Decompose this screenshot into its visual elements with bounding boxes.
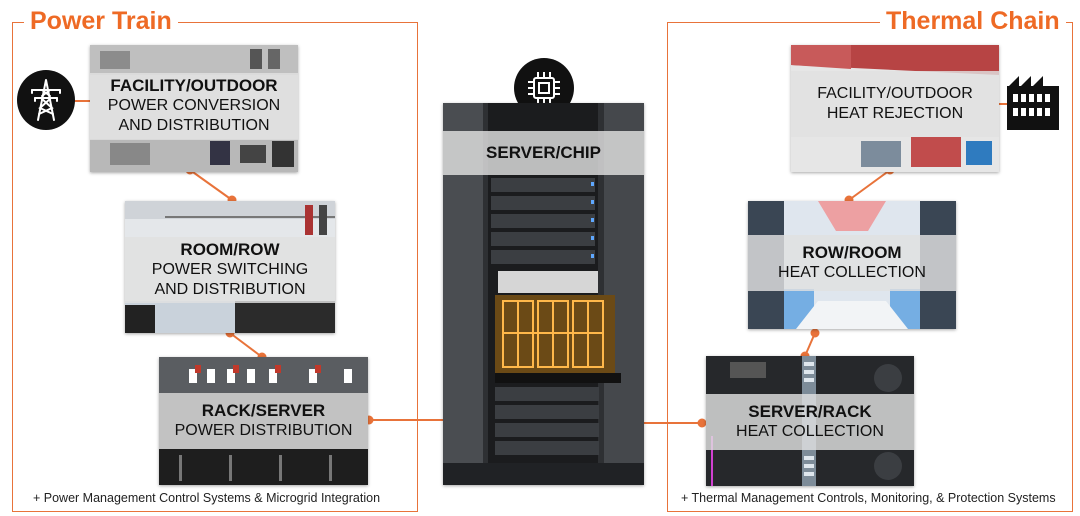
thermal-chain-title: Thermal Chain [880, 6, 1066, 36]
row-heat-label: ROW/ROOM HEAT COLLECTION [748, 235, 956, 291]
rack-heat-label: SERVER/RACK HEAT COLLECTION [706, 394, 914, 450]
connector-room-rack [229, 332, 263, 358]
power-train-footnote: + Power Management Control Systems & Mic… [30, 491, 384, 505]
power-train-frame [12, 22, 418, 512]
power-train-title: Power Train [24, 6, 178, 36]
row-heat-tile: ROW/ROOM HEAT COLLECTION [748, 201, 956, 329]
server-chip-label: SERVER/CHIP [443, 131, 644, 175]
factory-icon [1003, 66, 1063, 132]
room-power-tile: ROOM/ROW POWER SWITCHING AND DISTRIBUTIO… [125, 201, 335, 333]
connector-facility-room [189, 169, 233, 201]
thermal-chain-footnote: + Thermal Management Controls, Monitorin… [678, 491, 1059, 505]
power-tower-icon [17, 70, 75, 130]
facility-heat-label: FACILITY/OUTDOOR HEAT REJECTION [791, 71, 999, 137]
rack-power-tile: RACK/SERVER POWER DISTRIBUTION [159, 357, 368, 485]
facility-heat-tile: FACILITY/OUTDOOR HEAT REJECTION [791, 45, 999, 172]
facility-power-tile: FACILITY/OUTDOOR POWER CONVERSION AND DI… [90, 45, 298, 172]
connector-row-facility [848, 169, 891, 201]
room-power-label: ROOM/ROW POWER SWITCHING AND DISTRIBUTIO… [125, 237, 335, 303]
rack-power-label: RACK/SERVER POWER DISTRIBUTION [159, 393, 368, 449]
facility-power-label: FACILITY/OUTDOOR POWER CONVERSION AND DI… [90, 73, 298, 139]
server-chip-tile: SERVER/CHIP [443, 103, 644, 485]
thermal-chain-frame [667, 22, 1073, 512]
rack-heat-tile: SERVER/RACK HEAT COLLECTION [706, 356, 914, 486]
